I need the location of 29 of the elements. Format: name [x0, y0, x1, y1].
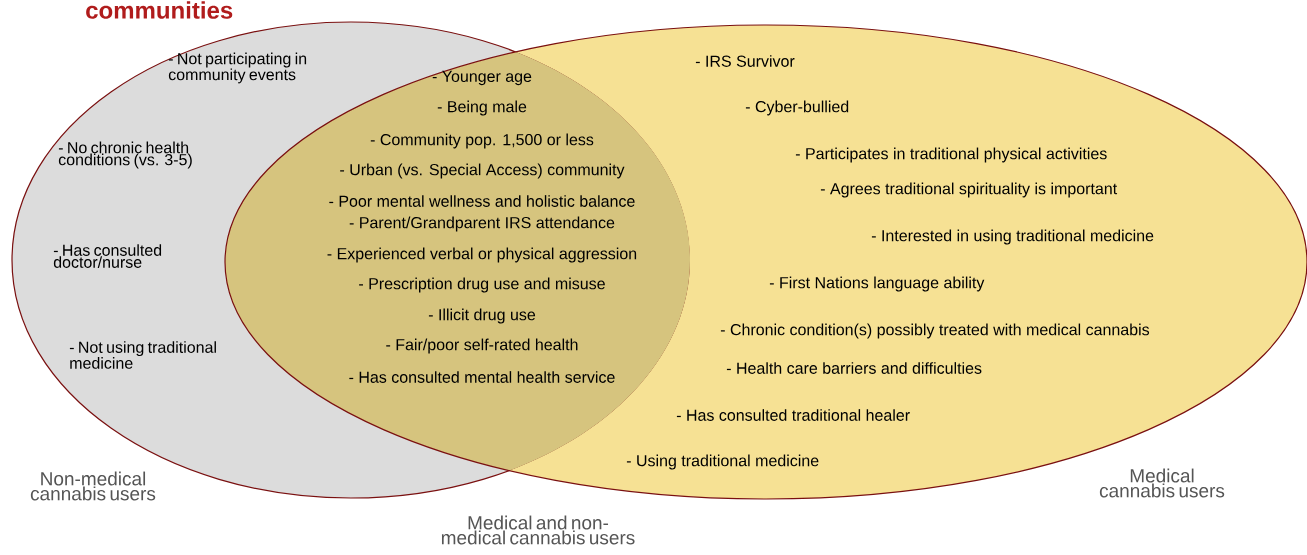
set-label: Medical and non-medical cannabis users [441, 515, 635, 545]
list-item: - Being male [437, 100, 527, 116]
list-item: - Health care barriers and difficulties [726, 362, 982, 374]
title: communities [86, 1, 233, 19]
set-label: Non-medical cannabis users [30, 471, 156, 501]
list-item: - Has consulted mental health service [349, 371, 615, 383]
list-item: - Urban (vs. Special Access) community [340, 163, 625, 179]
list-item: - Younger age [432, 70, 532, 86]
list-item: - Not using traditional medicine [69, 341, 216, 369]
list-item: - Using traditional medicine [626, 454, 819, 470]
list-item: - Fair/poor self-rated health [386, 338, 578, 354]
set-label: Medical cannabis users [1099, 468, 1225, 498]
list-item: - Interested in using traditional medicine [871, 229, 1154, 245]
list-item: - Illicit drug use [428, 308, 536, 324]
list-item: - First Nations language ability [769, 276, 985, 292]
list-item: - IRS Survivor [695, 55, 795, 67]
list-item: - Participates in traditional physical activities [795, 147, 1107, 163]
list-item: - Not participating in community events [168, 52, 307, 84]
list-item: - Experienced verbal or physical aggression [327, 247, 637, 263]
list-item: - Community pop. 1,500 or less [370, 133, 594, 149]
list-item: - Agrees traditional spirituality is important [820, 182, 1118, 198]
list-item: - Has consulted doctor/nurse [53, 244, 162, 268]
list-item: - Cyber-bullied [745, 100, 849, 116]
list-item: - Poor mental wellness and holistic balance [329, 195, 635, 207]
list-item: - Prescription drug use and misuse [359, 277, 605, 293]
list-item: - No chronic health conditions (vs. 3-5) [58, 141, 192, 169]
list-item: - Chronic condition(s) possibly treated with medical cannabis [720, 323, 1150, 339]
list-item: - Has consulted traditional healer [676, 409, 910, 421]
list-item: - Parent/Grandparent IRS attendance [349, 216, 615, 232]
